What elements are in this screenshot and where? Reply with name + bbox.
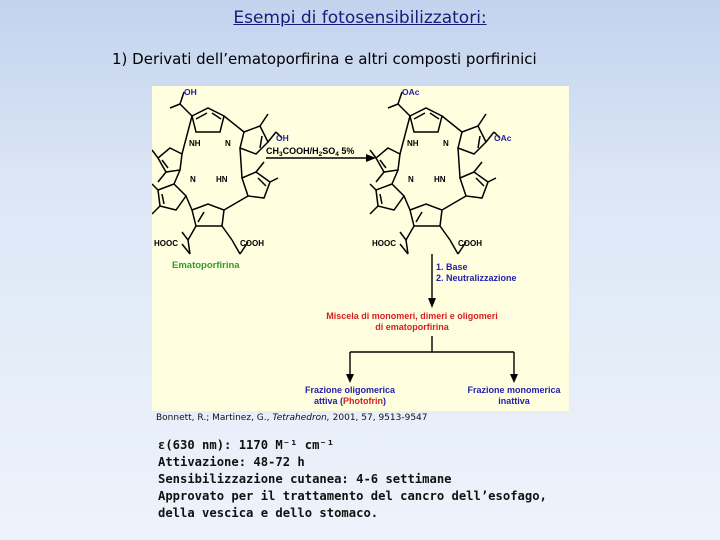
property-approval-line2: della vescica e dello stomaco. xyxy=(158,506,379,520)
compound-name: Ematoporfirina xyxy=(172,260,240,271)
step-1-label: 1. Base xyxy=(436,262,468,272)
base-step-arrowhead xyxy=(428,298,436,308)
cooh-label-left: COOH xyxy=(240,239,264,248)
n-label-left: N xyxy=(225,139,231,148)
oligomeric-fraction-line2: attiva (Photofrin) xyxy=(314,396,386,406)
citation: Bonnett, R.; Martinez, G., Tetrahedron, … xyxy=(156,413,428,423)
nh-label-right: NH xyxy=(407,139,419,148)
hooc-label-right: HOOC xyxy=(372,239,396,248)
reaction-scheme: OH OH NH N N HN HOOC COOH Ematoporfirina… xyxy=(152,86,569,411)
step-2-label: 2. Neutralizzazione xyxy=(436,273,517,283)
property-absorption: ε(630 nm): 1170 M⁻¹ cm⁻¹ xyxy=(158,438,335,452)
reaction-arrowhead xyxy=(366,154,376,162)
hooc-label-left: HOOC xyxy=(154,239,178,248)
oac-label-right: OAc xyxy=(494,133,512,143)
monomeric-fraction-line2: inattiva xyxy=(498,396,531,406)
hematoporphyrin-structure xyxy=(152,91,283,255)
acetylated-porphyrin-structure xyxy=(369,91,501,255)
citation-journal: Tetrahedron, xyxy=(272,413,330,423)
oligomeric-fraction-line1: Frazione oligomerica xyxy=(305,385,396,395)
properties-list: ε(630 nm): 1170 M⁻¹ cm⁻¹ Attivazione: 48… xyxy=(158,437,547,522)
property-approval-line1: Approvato per il trattamento del cancro … xyxy=(158,489,547,503)
oac-label-top: OAc xyxy=(402,87,420,97)
oh-label-top: OH xyxy=(184,87,197,97)
citation-authors: Bonnett, R.; Martinez, G., xyxy=(156,413,270,423)
section-heading: 1) Derivati dell’ematoporfirina e altri … xyxy=(112,50,537,68)
property-activation: Attivazione: 48-72 h xyxy=(158,455,305,469)
right-fraction-arrowhead xyxy=(510,374,518,383)
nh-label-left: NH xyxy=(189,139,201,148)
photofrin-label: Photofrin xyxy=(343,396,383,406)
cooh-label-right: COOH xyxy=(458,239,482,248)
citation-details: 2001, 57, 9513-9547 xyxy=(332,413,428,423)
hn-label-right: HN xyxy=(434,175,446,184)
oh-label-right: OH xyxy=(276,133,289,143)
n-label-right: N xyxy=(443,139,449,148)
n-label-left-bottom: N xyxy=(190,175,196,184)
left-fraction-arrowhead xyxy=(346,374,354,383)
monomeric-fraction-line1: Frazione monomerica xyxy=(467,385,561,395)
hn-label-left: HN xyxy=(216,175,228,184)
hematoporphyrin-labels: OH OH xyxy=(184,87,289,143)
n-label-right-bottom: N xyxy=(408,175,414,184)
mixture-label-line1: Miscela di monomeri, dimeri e oligomeri xyxy=(326,311,498,321)
property-skin-sensitization: Sensibilizzazione cutanea: 4-6 settimane xyxy=(158,472,452,486)
fractionation-arrows xyxy=(349,336,515,374)
mixture-label-line2: di ematoporfirina xyxy=(375,322,450,332)
page-title: Esempi di fotosensibilizzatori: xyxy=(233,8,487,28)
reagent-label: CH3COOH/H2SO4 5% xyxy=(266,146,354,158)
reaction-scheme-drawing: OH OH NH N N HN HOOC COOH Ematoporfirina… xyxy=(152,87,562,406)
